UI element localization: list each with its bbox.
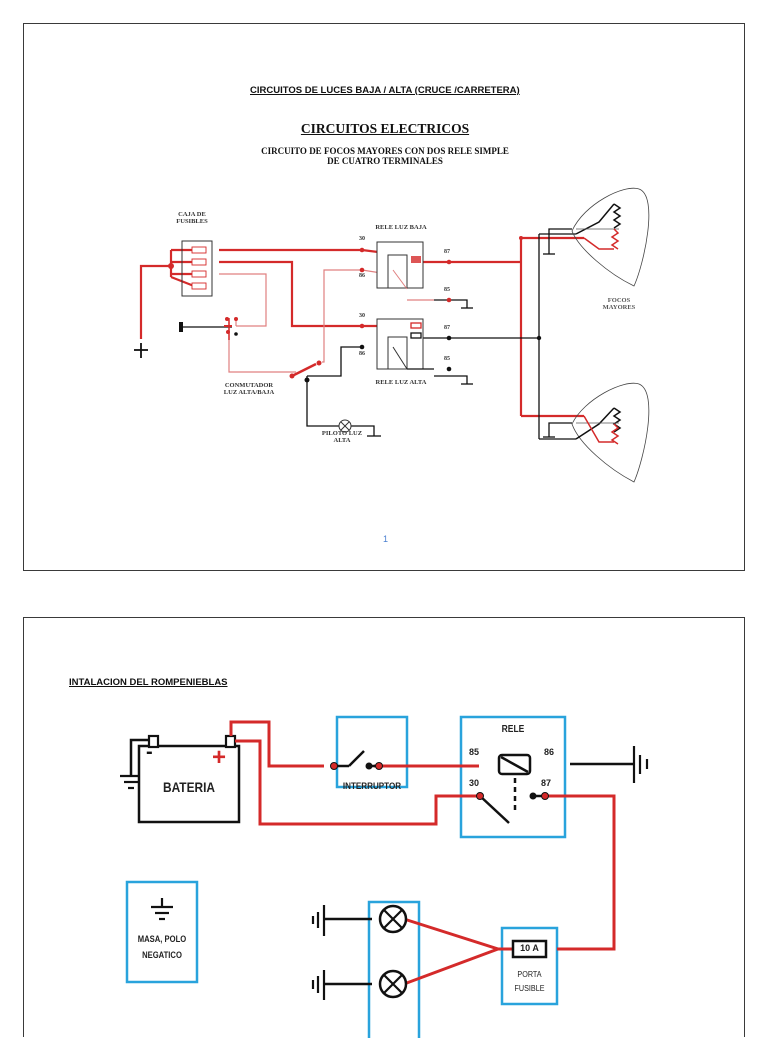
- fuse-box-label-2: FUSIBLES: [176, 218, 208, 225]
- relay-low-box: [376, 241, 424, 289]
- relay-contact-lever: [479, 795, 510, 824]
- battery-label: BATERIA: [162, 779, 216, 795]
- headlights-label-2: MAYORES: [602, 304, 636, 311]
- relay-low-label: RELE LUZ BAJA: [375, 224, 427, 231]
- battery-minus-icon: -: [146, 741, 153, 763]
- relay-low-pin-86: 86: [359, 273, 365, 279]
- headlight-1-reflector: [571, 187, 650, 287]
- battery-to-relay-30-wire: [235, 739, 480, 826]
- pilot-label-2: ALTA: [333, 437, 351, 444]
- fog-light-circuit-diagram: [120, 715, 649, 1038]
- diagram-title: CIRCUITOS ELECTRICOS: [300, 121, 470, 136]
- battery-plus-icon: +: [211, 744, 226, 771]
- fuse-box-label-1: CAJA DE: [178, 211, 206, 218]
- commutator-lever: [291, 362, 317, 378]
- relay-high-pin-85: 85: [444, 356, 450, 362]
- document-page-1: CIRCUITOS DE LUCES BAJA / ALTA (CRUCE /C…: [23, 23, 745, 571]
- battery-body: [137, 744, 241, 824]
- relay-box: [459, 715, 567, 839]
- relay-87-to-fuse-wire: [545, 794, 616, 951]
- relay-high-label: RELE LUZ ALTA: [375, 379, 427, 386]
- fuse-holder-label-1: PORTA: [517, 970, 542, 979]
- ground-legend-line-2: NEGATICO: [142, 950, 182, 960]
- relay-pin-85: 85: [469, 747, 480, 757]
- page-header: CIRCUITOS DE LUCES BAJA / ALTA (CRUCE /C…: [250, 85, 520, 96]
- commutator-label-1: CONMUTADOR: [224, 382, 274, 389]
- junction-dot: [168, 263, 174, 269]
- diagram-subtitle-1: CIRCUITO DE FOCOS MAYORES CON DOS RELE S…: [261, 146, 509, 156]
- fuse-holder-label-2: FUSIBLE: [514, 984, 545, 993]
- pilot-label-1: PILOTO LUZ: [321, 430, 363, 437]
- page-header: INTALACION DEL ROMPENIEBLAS: [69, 677, 228, 688]
- battery-plus-icon: [134, 343, 148, 358]
- fuse-box: [181, 240, 213, 297]
- switch-label: INTERRUPTOR: [342, 781, 402, 792]
- headlights-label-1: FOCOS: [607, 297, 631, 304]
- battery-positive-wire: [139, 264, 171, 339]
- fuses: [191, 246, 207, 290]
- relay-high-pin-86: 86: [359, 351, 365, 357]
- ground-icons: [120, 746, 649, 1000]
- fog-lamps-box: [367, 900, 421, 1038]
- ground-legend-box: [125, 880, 199, 984]
- headlight-circuit-diagram: [134, 187, 650, 483]
- fuse-value: 10 A: [520, 943, 539, 953]
- fuse-holder-box: [500, 926, 559, 1006]
- relay-low-pin-85: 85: [444, 287, 450, 293]
- commutator-label-2: LUZ ALTA/BAJA: [223, 389, 275, 396]
- relay-high-pin-87: 87: [444, 325, 450, 331]
- switch-icon: [334, 750, 379, 768]
- switch-box: [335, 715, 409, 789]
- relay-pin-86: 86: [544, 747, 555, 757]
- relay-pin-87: 87: [541, 778, 552, 788]
- relay-high-box: [376, 318, 424, 370]
- fuse-icon: [511, 939, 548, 959]
- relay-label: RELE: [501, 724, 525, 735]
- page-number: 1: [383, 534, 389, 544]
- battery-positive-terminal: [224, 734, 237, 749]
- relay-high-pin-30: 30: [359, 313, 365, 319]
- diagram-subtitle-2: DE CUATRO TERMINALES: [327, 156, 443, 166]
- battery-to-switch-wire: [229, 720, 324, 768]
- relay-low-pin-30: 30: [359, 236, 365, 242]
- relay-pin-30: 30: [469, 778, 480, 788]
- relay-low-pin-87: 87: [444, 249, 450, 255]
- document-page-2: INTALACION DEL ROMPENIEBLAS: [23, 617, 745, 1038]
- ground-legend-line-1: MASA, POLO: [137, 934, 187, 944]
- battery-negative-terminal: [147, 734, 160, 749]
- headlight-2-reflector: [571, 382, 650, 483]
